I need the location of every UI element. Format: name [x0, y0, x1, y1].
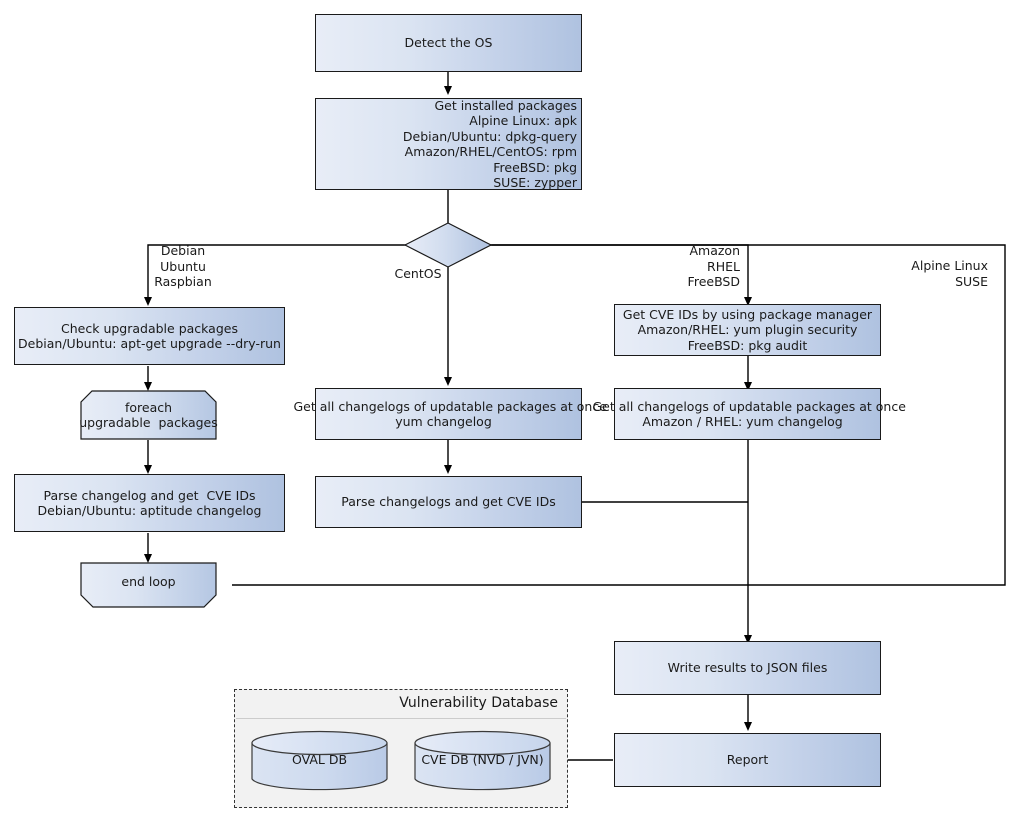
node-get-installed-packages[interactable]: Get installed packages Alpine Linux: apk… — [315, 98, 582, 190]
node-parse-changelogs-centos[interactable]: Parse changelogs and get CVE IDs — [315, 476, 582, 528]
branch-label-centos: CentOS — [394, 266, 442, 281]
node-parse-changelog-deb-label: Parse changelog and get CVE IDs Debian/U… — [37, 487, 262, 519]
end-loop-shape — [80, 562, 217, 608]
database-cve-db[interactable] — [413, 730, 552, 792]
database-oval-db-label: OVAL DB — [291, 752, 348, 767]
database-cve-db-label: CVE DB (NVD / JVN) — [421, 752, 544, 767]
vulnerability-database-title: Vulnerability Database — [399, 695, 558, 711]
node-end-loop[interactable]: end loop — [80, 562, 217, 608]
group-title-divider — [236, 718, 566, 719]
node-foreach-loop-label: foreach upgradable packages — [79, 399, 218, 431]
node-parse-changelogs-centos-label: Parse changelogs and get CVE IDs — [341, 494, 556, 510]
node-foreach-loop[interactable]: foreach upgradable packages — [79, 390, 218, 440]
node-os-decision[interactable] — [404, 222, 494, 270]
database-oval-db[interactable] — [250, 730, 389, 792]
node-write-results[interactable]: Write results to JSON files — [614, 641, 881, 695]
node-report-label: Report — [726, 752, 769, 768]
node-get-changelogs-centos[interactable]: Get all changelogs of updatable packages… — [294, 388, 607, 440]
node-detect-os[interactable]: Detect the OS — [315, 14, 582, 72]
node-get-changelogs-rhel-label: Get all changelogs of updatable packages… — [592, 398, 906, 430]
node-get-installed-packages-label: Get installed packages Alpine Linux: apk… — [402, 97, 577, 191]
branch-label-amazon: Amazon RHEL FreeBSD — [687, 243, 740, 289]
branch-label-alpine: Alpine Linux SUSE — [911, 258, 988, 289]
foreach-loop-shape — [80, 390, 217, 440]
node-end-loop-label: end loop — [121, 574, 176, 590]
node-report[interactable]: Report — [614, 733, 881, 787]
node-get-changelogs-centos-label: Get all changelogs of updatable packages… — [293, 398, 607, 430]
node-check-upgradable-label: Check upgradable packages Debian/Ubuntu:… — [18, 320, 281, 352]
node-write-results-label: Write results to JSON files — [667, 660, 828, 676]
node-get-cve-ids-pkgmgr[interactable]: Get CVE IDs by using package manager Ama… — [614, 304, 881, 356]
node-check-upgradable[interactable]: Check upgradable packages Debian/Ubuntu:… — [14, 307, 285, 365]
node-parse-changelog-deb[interactable]: Parse changelog and get CVE IDs Debian/U… — [14, 474, 285, 532]
node-get-changelogs-rhel[interactable]: Get all changelogs of updatable packages… — [593, 388, 906, 440]
node-detect-os-label: Detect the OS — [404, 35, 493, 51]
node-get-cve-ids-pkgmgr-label: Get CVE IDs by using package manager Ama… — [622, 306, 873, 353]
branch-label-debian: Debian Ubuntu Raspbian — [154, 243, 212, 289]
